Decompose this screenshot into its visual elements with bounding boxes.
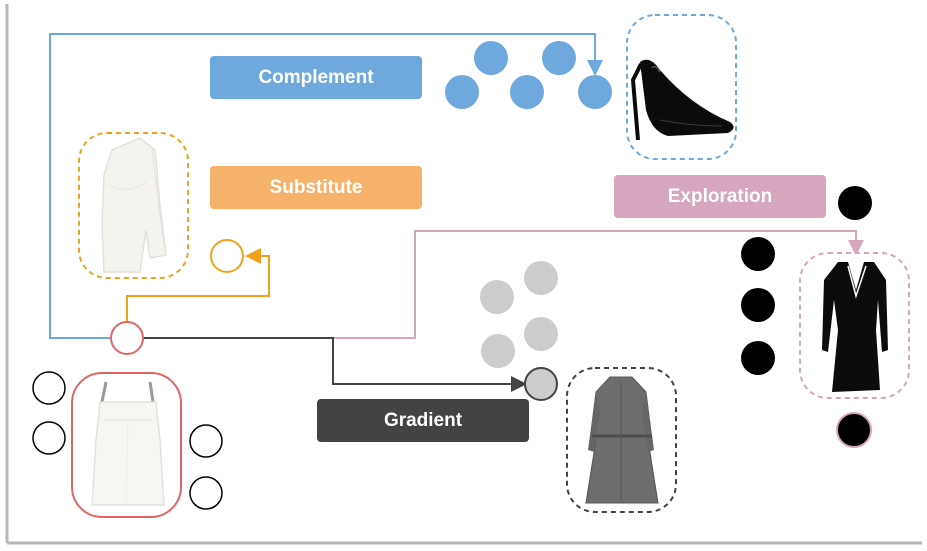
anchor-neighbor-node — [32, 421, 66, 455]
gradient-dot — [524, 261, 558, 295]
white-one-shoulder-dress-image — [101, 137, 167, 273]
complement-dot — [474, 41, 508, 75]
complement-dot — [510, 75, 544, 109]
complement-target-node — [578, 75, 612, 109]
black-long-sleeve-dress-image — [822, 262, 888, 392]
complement-label: Complement — [210, 56, 422, 99]
anchor-neighbor-node — [32, 371, 66, 405]
exploration-path — [333, 230, 864, 339]
gradient-dot — [481, 334, 515, 368]
exploration-dot — [741, 341, 775, 375]
substitute-path — [126, 248, 270, 322]
gradient-dot — [480, 280, 514, 314]
complement-dot — [445, 75, 479, 109]
exploration-label: Exploration — [614, 175, 826, 218]
black-stiletto-pump-image — [630, 59, 734, 141]
complement-dot — [542, 41, 576, 75]
gradient-path — [143, 337, 527, 392]
exploration-target-node — [836, 412, 872, 448]
exploration-dot — [741, 237, 775, 271]
complement-path — [49, 33, 603, 339]
gradient-target-node — [524, 367, 558, 401]
anchor-node — [110, 321, 144, 355]
gradient-label: Gradient — [317, 399, 529, 442]
gradient-dot — [524, 317, 558, 351]
exploration-dot — [741, 288, 775, 322]
substitute-target-node — [210, 239, 244, 273]
exploration-dot — [838, 186, 872, 220]
substitute-label: Substitute — [210, 166, 422, 209]
white-strappy-mini-dress-image — [91, 381, 165, 506]
grey-belted-shirt-dress-image — [585, 376, 659, 504]
anchor-neighbor-node — [189, 476, 223, 510]
anchor-neighbor-node — [189, 424, 223, 458]
